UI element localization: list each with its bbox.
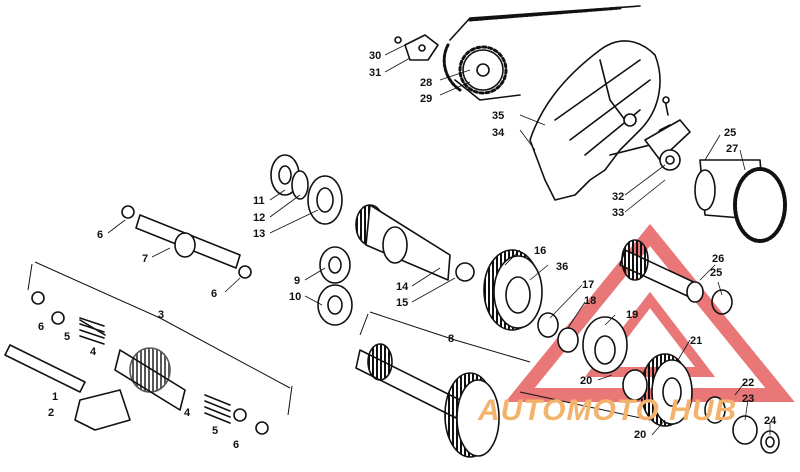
part-label: 10 (289, 291, 301, 303)
gear-21 (622, 353, 693, 427)
part-label: 28 (420, 77, 432, 89)
part-label: 20 (634, 429, 646, 441)
part-label: 30 (369, 50, 381, 62)
part-label: 25 (710, 267, 722, 279)
shift-rod (4, 344, 131, 431)
part-label: 31 (369, 67, 381, 79)
output-shaft (694, 159, 787, 243)
part-labels: 1 2 3 4 4 5 5 6 6 6 6 7 8 9 10 11 12 13 … (38, 50, 777, 451)
part-label: 22 (742, 377, 754, 389)
part-label: 8 (448, 333, 454, 345)
part-label: 35 (492, 110, 504, 122)
part-label: 6 (97, 229, 103, 241)
part-label: 6 (38, 321, 44, 333)
part-label: 11 (253, 195, 265, 207)
group-brackets (27, 261, 651, 421)
part-label: 24 (764, 415, 777, 427)
chain-guide-bracket (394, 34, 439, 61)
circlip-right (711, 289, 733, 315)
part-label: 34 (492, 127, 505, 139)
part-label: 19 (626, 309, 638, 321)
part-label: 5 (64, 331, 70, 343)
part-label: 7 (142, 253, 148, 265)
bearing-set-top (270, 154, 343, 225)
shaft-26 (619, 239, 704, 303)
part-label: 12 (253, 212, 265, 224)
part-label: 2 (48, 407, 54, 419)
part-label: 26 (712, 253, 724, 265)
bearing-set-left (317, 246, 353, 326)
part-label: 6 (233, 439, 239, 451)
part-label: 15 (396, 297, 408, 309)
part-label: 1 (52, 391, 58, 403)
part-label: 9 (294, 275, 300, 287)
mainshaft (355, 343, 500, 458)
part-label: 4 (184, 407, 191, 419)
part-label: 36 (556, 261, 568, 273)
gear-16 (483, 249, 543, 331)
part-label: 18 (584, 295, 596, 307)
part-label: 23 (742, 393, 754, 405)
part-label: 16 (534, 245, 546, 257)
part-label: 3 (158, 309, 164, 321)
bearing-set-bottom (704, 396, 780, 454)
part-label: 29 (420, 93, 432, 105)
part-label: 21 (690, 335, 702, 347)
part-label: 6 (211, 288, 217, 300)
part-label: 20 (580, 375, 592, 387)
part-label: 25 (724, 127, 736, 139)
case-cover (529, 40, 671, 201)
washers (537, 312, 628, 374)
part-label: 27 (726, 143, 738, 155)
shift-shaft (121, 205, 252, 279)
part-label: 32 (612, 191, 624, 203)
part-label: 33 (612, 207, 624, 219)
part-label: 13 (253, 228, 265, 240)
countershaft (355, 204, 475, 282)
part-label: 17 (582, 279, 594, 291)
part-label: 14 (396, 281, 409, 293)
chain-sprocket (442, 5, 641, 101)
watermark-text: AUTOMOTO HUB (477, 394, 737, 427)
leader-lines (107, 44, 771, 436)
part-label: 5 (212, 425, 218, 437)
part-label: 4 (90, 346, 97, 358)
shift-drum-assembly (31, 291, 269, 435)
